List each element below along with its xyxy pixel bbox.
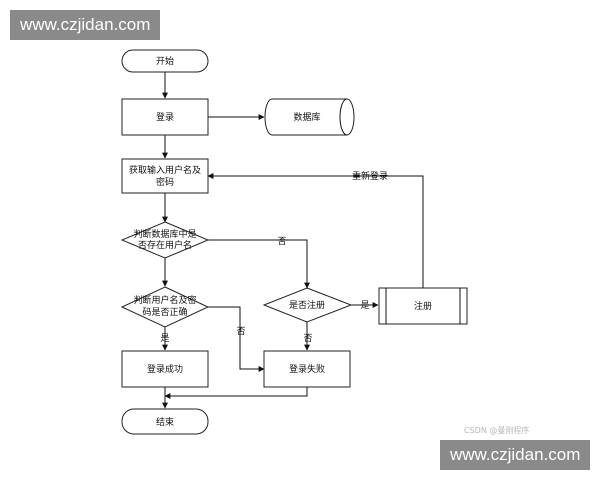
label-user-no: 否 xyxy=(277,236,286,247)
label-pwd-no: 否 xyxy=(236,326,245,337)
label-relogin: 重新登录 xyxy=(352,170,388,182)
edge-checkuser-no xyxy=(208,239,310,289)
node-get-input-line1: 获取输入用户名及 xyxy=(129,164,201,176)
node-register: 注册 xyxy=(378,287,468,325)
node-login-success: 登录成功 xyxy=(121,350,209,388)
node-check-user-line1: 判断数据库中是 xyxy=(133,228,196,240)
label-register-yes: 是 xyxy=(360,300,369,311)
node-ask-register: 是否注册 xyxy=(262,287,353,323)
edges xyxy=(162,72,424,409)
node-login-success-label: 登录成功 xyxy=(147,363,183,375)
node-ask-register-label: 是否注册 xyxy=(289,299,325,311)
node-login-label: 登录 xyxy=(156,112,174,123)
label-register-no: 否 xyxy=(303,333,312,344)
node-start: 开始 xyxy=(121,49,209,73)
edge-relogin xyxy=(207,173,424,288)
node-end: 结束 xyxy=(121,408,209,435)
source-credit: CSDN @曼刚程序 xyxy=(464,426,530,435)
node-register-label: 注册 xyxy=(414,300,432,312)
node-login-fail-label: 登录失败 xyxy=(289,363,325,375)
watermark-top: www.czjidan.com xyxy=(10,10,161,40)
node-end-label: 结束 xyxy=(156,416,174,428)
node-login: 登录 xyxy=(121,98,209,136)
node-check-pwd-line2: 码是否正确 xyxy=(142,306,187,318)
node-login-fail: 登录失败 xyxy=(263,350,351,388)
edge-fail-end xyxy=(164,387,308,399)
node-database-label: 数据库 xyxy=(293,111,320,123)
node-database: 数据库 xyxy=(264,98,355,136)
node-start-label: 开始 xyxy=(156,55,174,67)
node-get-input: 获取输入用户名及 密码 xyxy=(121,158,209,194)
node-check-user-line2: 否存在用户名 xyxy=(138,239,192,251)
node-get-input-line2: 密码 xyxy=(156,176,174,188)
label-pwd-yes: 是 xyxy=(160,333,169,344)
watermark-bottom: www.czjidan.com xyxy=(440,440,591,470)
node-check-pwd: 判断用户名及密 码是否正确 xyxy=(120,286,210,328)
edge-checkpwd-no xyxy=(208,306,265,372)
node-check-pwd-line1: 判断用户名及密 xyxy=(133,294,196,306)
node-check-user: 判断数据库中是 否存在用户名 xyxy=(120,221,210,259)
